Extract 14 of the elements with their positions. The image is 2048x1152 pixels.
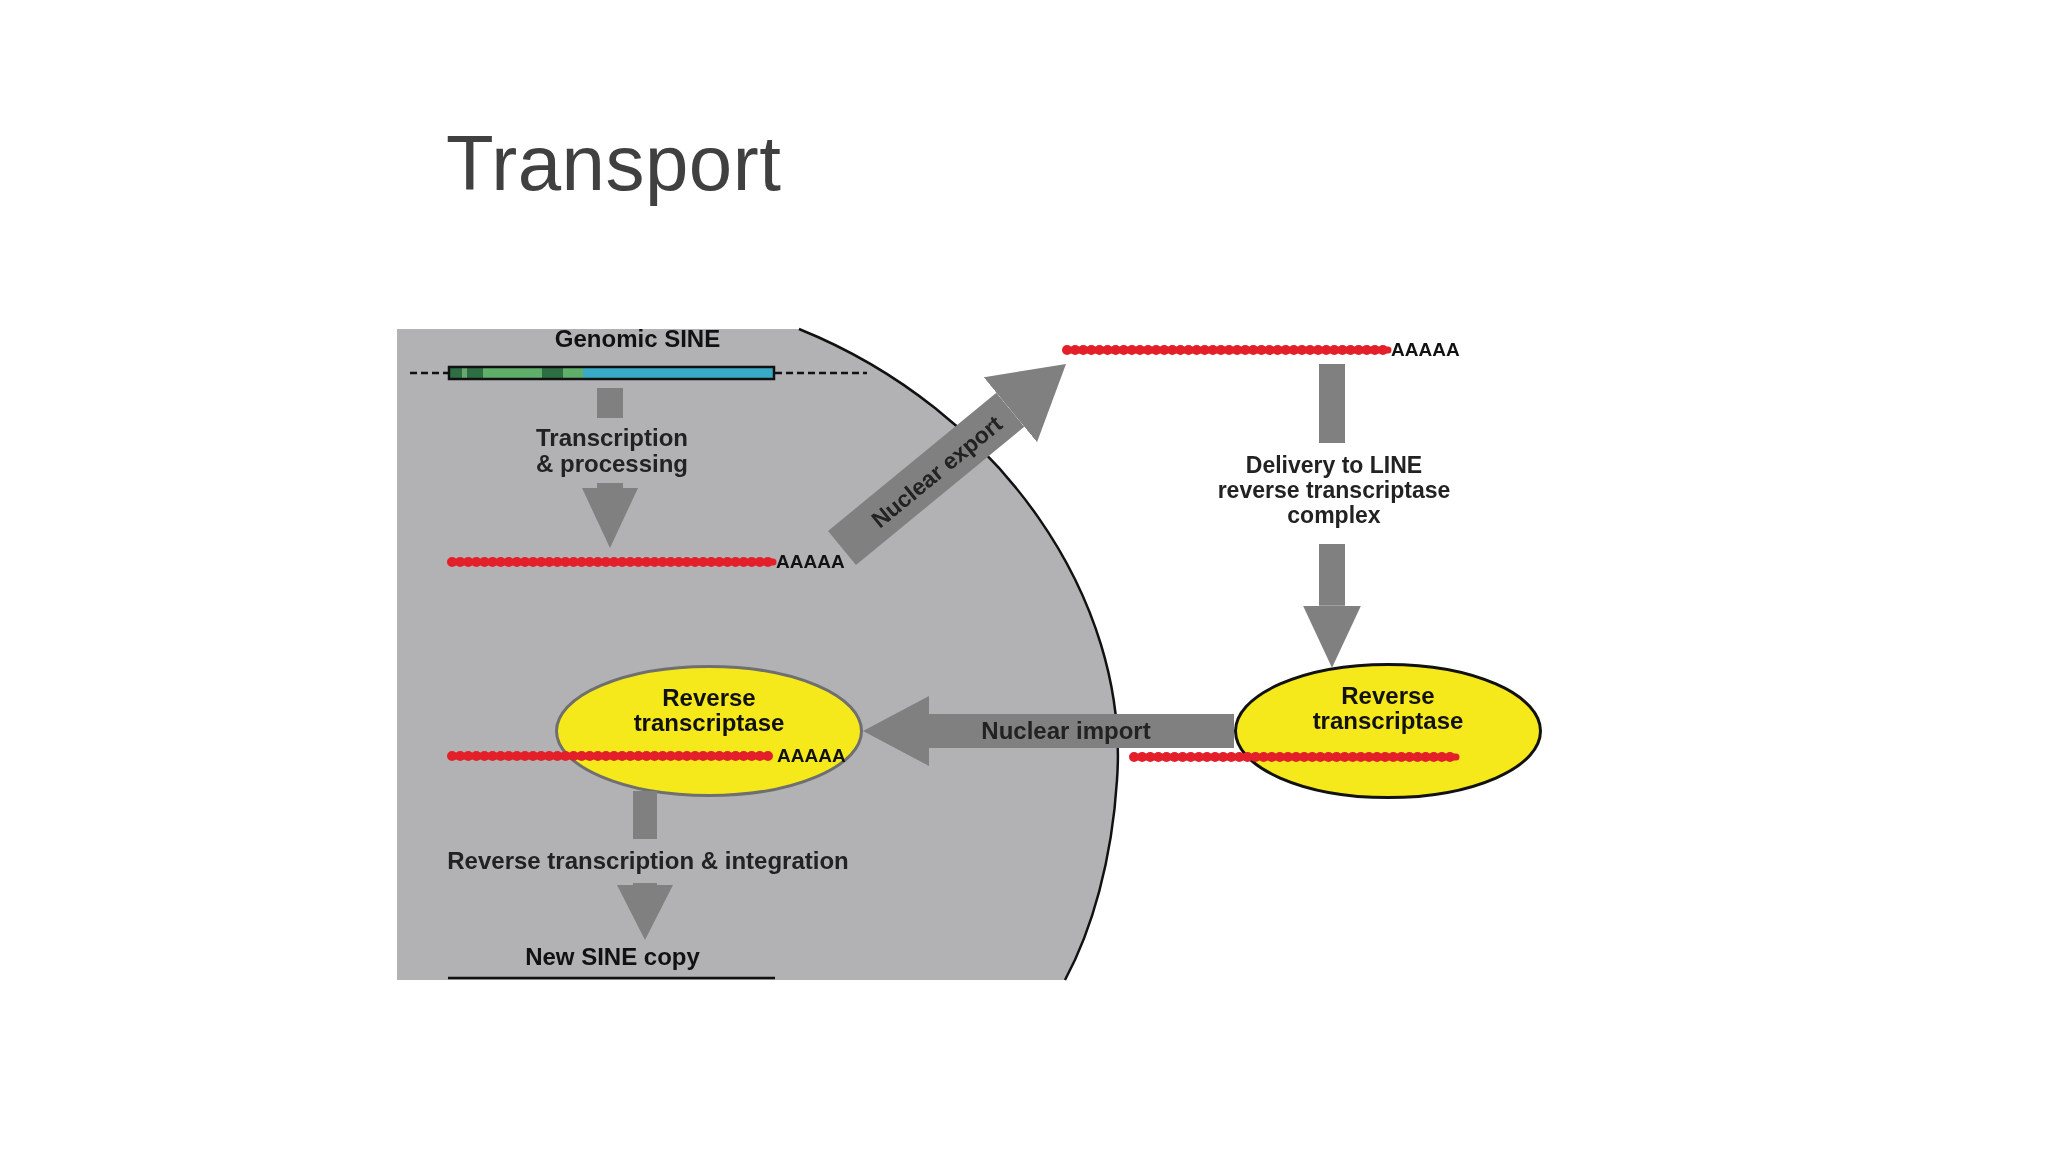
- slide-title: Transport: [446, 118, 782, 209]
- poly-a-tail-label: AAAAA: [776, 551, 845, 573]
- block-arrow: [617, 791, 673, 940]
- edge-label: Delivery to LINE reverse transcriptase complex: [1216, 452, 1452, 528]
- edge-label: Nuclear import: [980, 718, 1152, 744]
- block-arrow: [863, 696, 1234, 766]
- edge-label: Reverse transcription & integration: [446, 848, 850, 874]
- edge-label: Transcription & processing: [534, 425, 689, 477]
- gene-label: Genomic SINE: [554, 326, 721, 352]
- dna-label: New SINE copy: [525, 944, 700, 970]
- enzyme-label: Reverse transcriptase: [632, 685, 786, 736]
- poly-a-tail-label: AAAAA: [777, 745, 846, 767]
- poly-a-tail-label: AAAAA: [1391, 339, 1460, 361]
- enzyme-label: Reverse transcriptase: [1311, 683, 1465, 734]
